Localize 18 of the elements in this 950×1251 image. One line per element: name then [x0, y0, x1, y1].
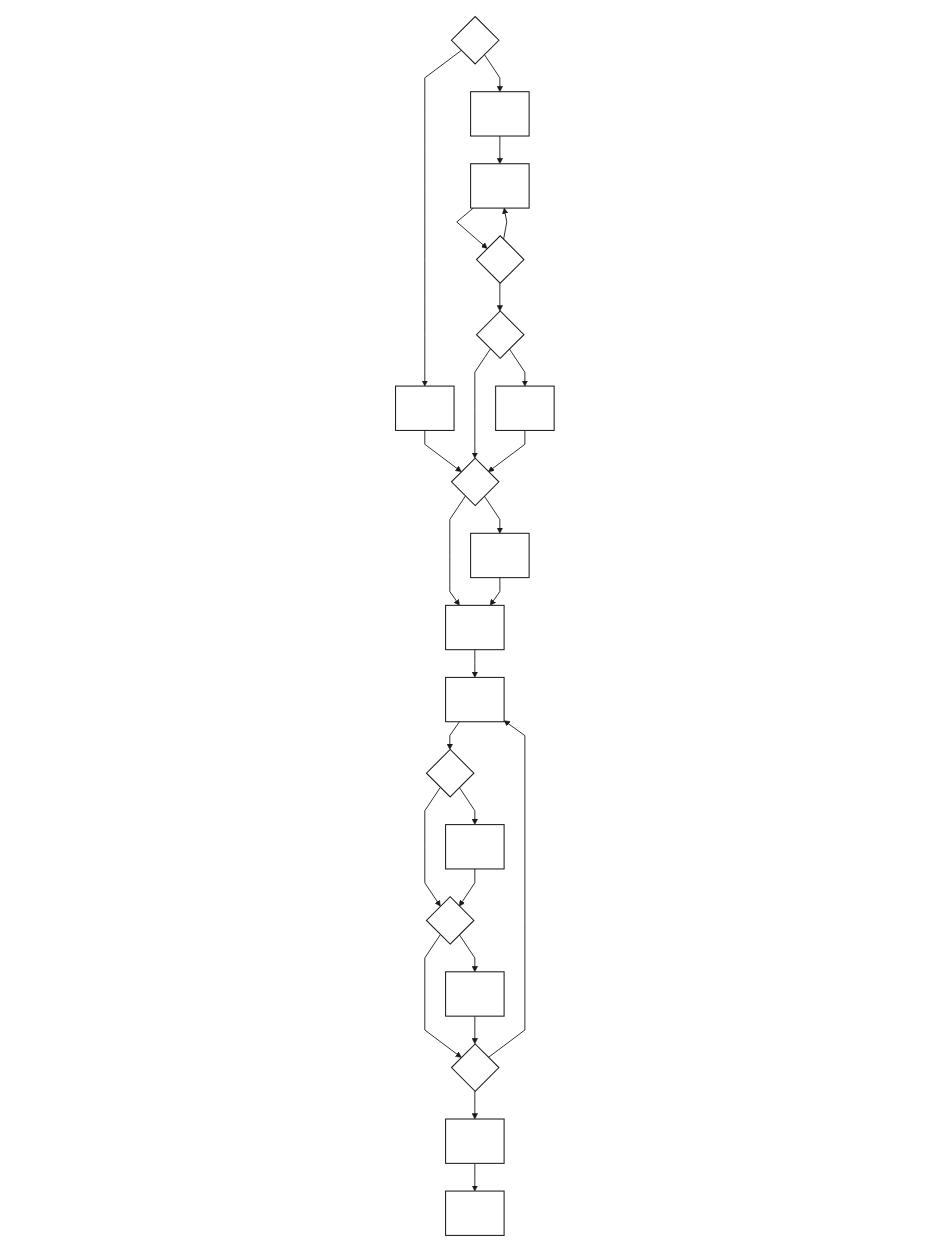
- node-diamond: [450, 15, 500, 65]
- node-diamond: [450, 456, 500, 506]
- node-box: [470, 532, 530, 578]
- node-box: [470, 162, 530, 209]
- node-diamond: [475, 234, 525, 284]
- node-diamond: [425, 748, 475, 798]
- node-box: [445, 1190, 505, 1236]
- node-box: [445, 676, 505, 722]
- node-box: [395, 385, 455, 431]
- node-diamond: [425, 895, 475, 945]
- node-diamond: [475, 309, 525, 359]
- node-diamond: [450, 1042, 500, 1092]
- node-box: [445, 1118, 505, 1164]
- node-box: [445, 604, 505, 650]
- node-box: [470, 90, 530, 137]
- node-box: [445, 823, 505, 869]
- node-box: [445, 970, 505, 1017]
- node-box: [495, 385, 555, 431]
